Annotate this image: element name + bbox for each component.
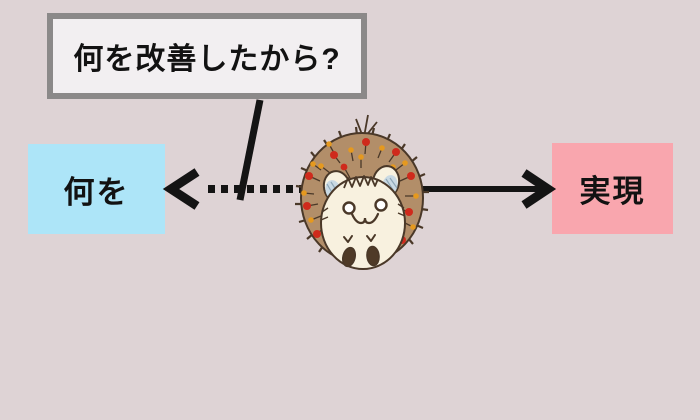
hedgehog-cheek-tufts [320,203,406,221]
hedgehog-foot-left [341,246,357,268]
callout-text: 何を改善したから? [73,43,341,76]
hedgehog-ear-hatch [326,177,398,197]
dotted-arrow-head [162,168,200,210]
hedgehog-spikes [295,126,429,253]
callout-box: 何を改善したから? [47,13,367,99]
hedgehog-eye-left [342,201,356,215]
hedgehog-arm-marks [343,234,376,243]
solid-arrow-right [420,169,557,209]
hedgehog-head-fur [343,175,379,189]
hedgehog-feet [341,245,380,268]
right-box-label: 実現 [579,174,646,209]
callout-connector-line [236,99,264,201]
hedgehog-foot-right [366,245,380,267]
left-box: 何を [28,144,165,234]
left-box-label: 何を [63,174,130,210]
hedgehog-mouth [350,212,380,225]
hedgehog-eye-right [374,198,388,212]
right-box: 実現 [552,143,673,234]
solid-arrow-head [521,169,557,209]
hedgehog-illustration [295,114,429,270]
hedgehog-spine-dots-red [303,138,415,244]
hedgehog-eyes [342,198,388,215]
dotted-arrow-left [162,168,306,210]
